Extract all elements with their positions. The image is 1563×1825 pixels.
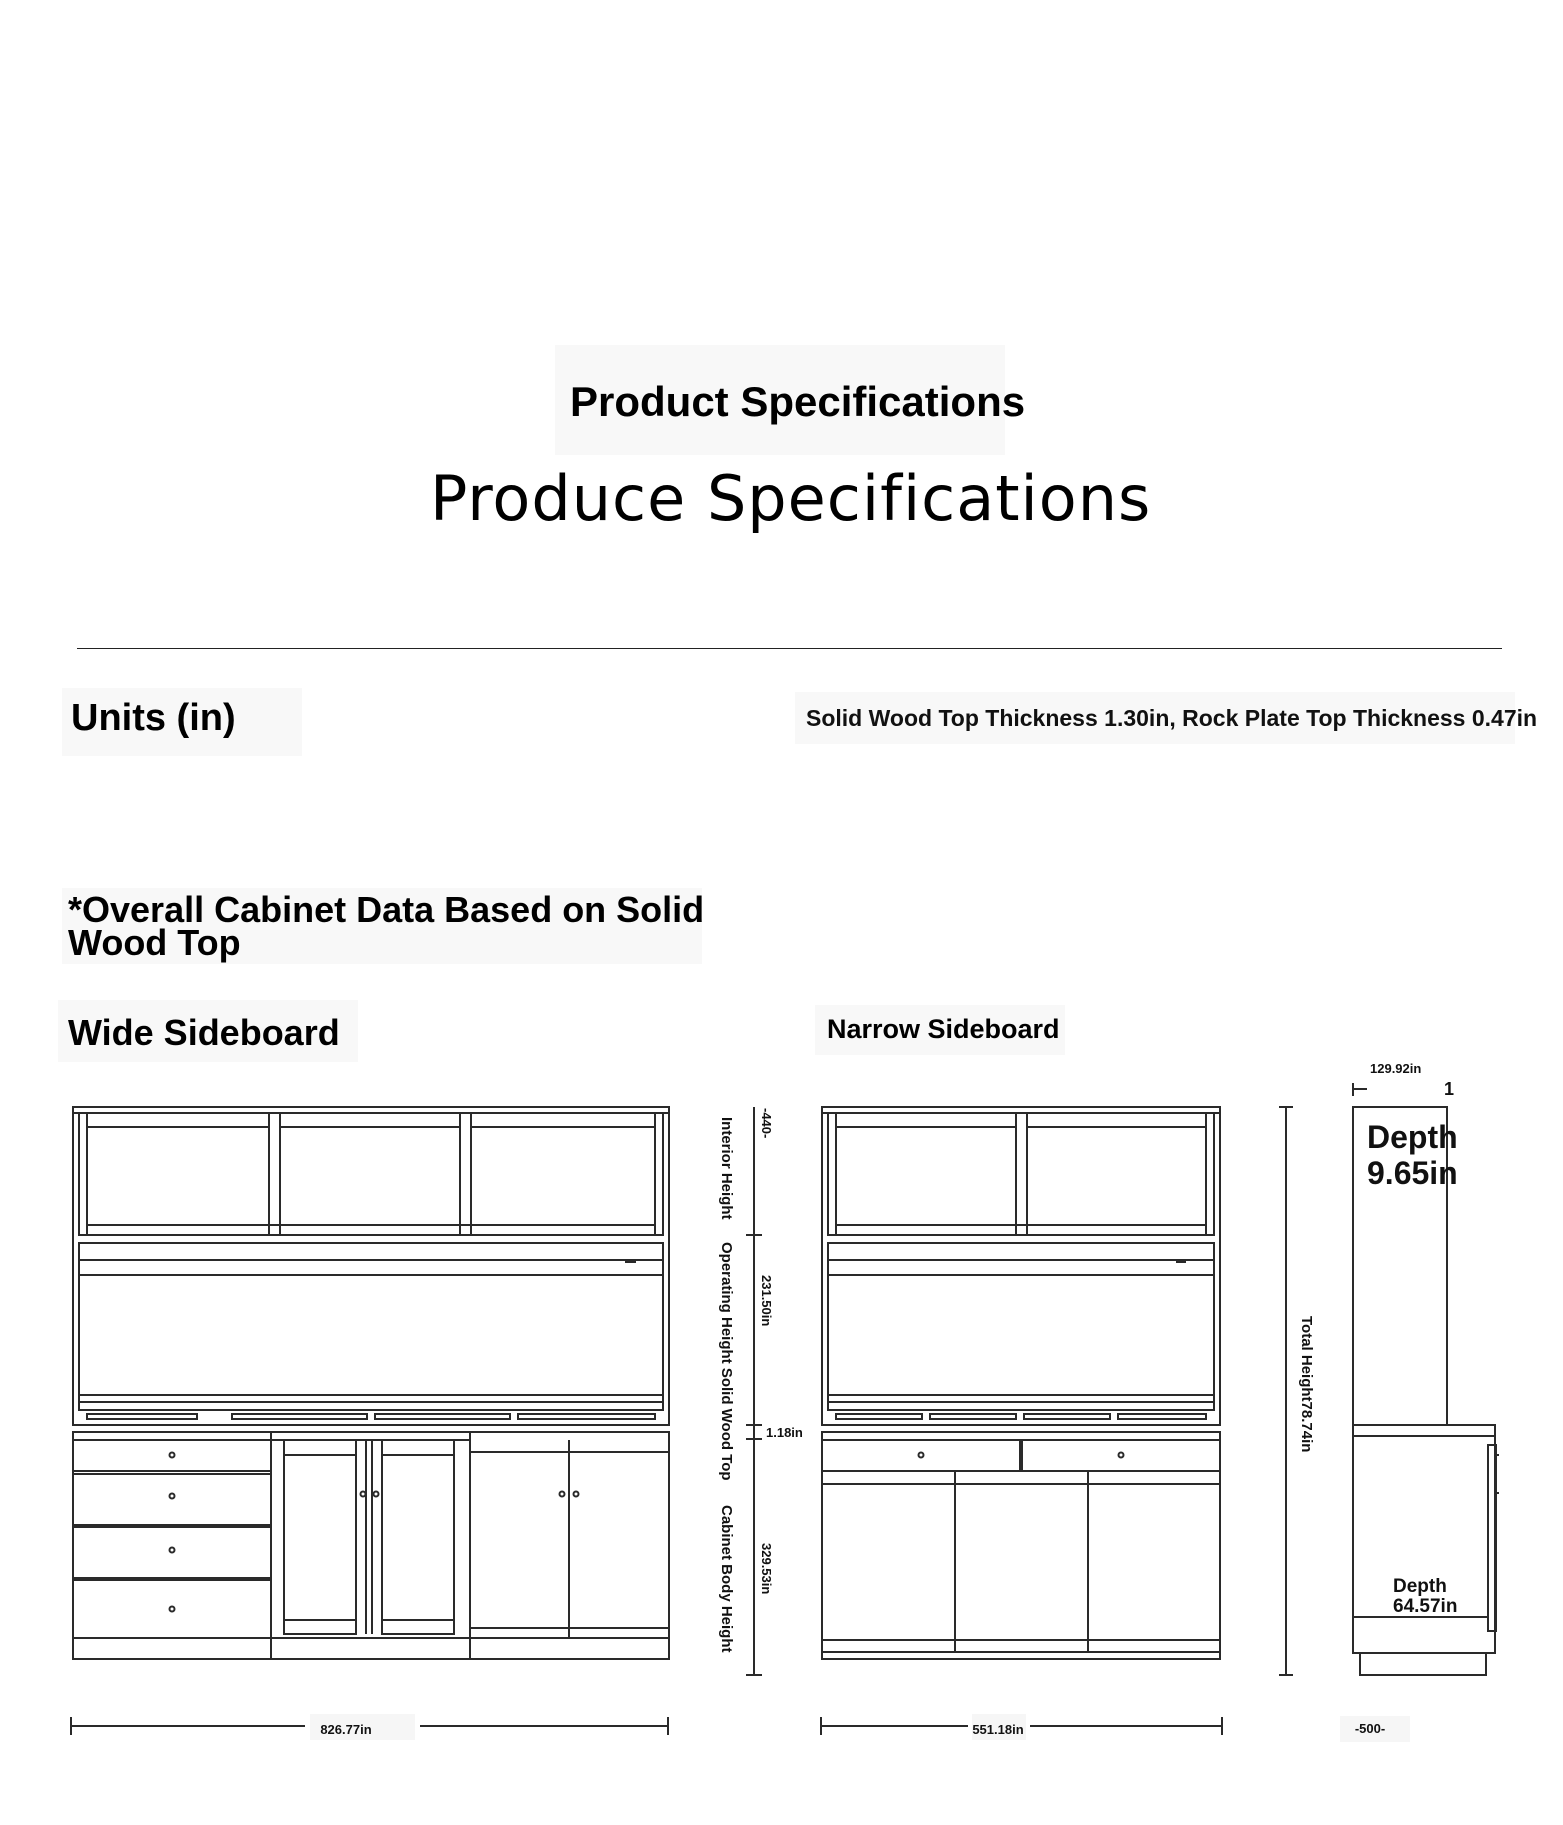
wide-sideboard-drawing xyxy=(70,1106,670,1735)
page-title: Product Specifications xyxy=(570,378,1026,425)
cabinet-body-height-label: Cabinet Body Height xyxy=(718,1505,735,1653)
top-thickness-note: Solid Wood Top Thickness 1.30in, Rock Pl… xyxy=(806,705,1538,731)
total-height-label: Total Height78.74in xyxy=(1298,1316,1315,1452)
cabinet-body-height-value: 329.53in xyxy=(759,1543,774,1594)
interior-height-value: -440- xyxy=(759,1108,774,1138)
top-thickness-value: 1.18in xyxy=(766,1425,803,1440)
narrow-sideboard-drawing xyxy=(820,1106,1223,1735)
side-view-drawing xyxy=(1352,1083,1499,1676)
drawing-labels: 826.77in 551.18in -500- Interior Height … xyxy=(310,1061,1458,1742)
overall-note-plate xyxy=(62,888,702,964)
wide-height-dimension xyxy=(746,1107,762,1676)
lower-depth-value: 64.57in xyxy=(1393,1596,1457,1617)
divider xyxy=(77,648,1502,649)
units-plate xyxy=(62,688,302,756)
wide-sideboard-title: Wide Sideboard xyxy=(68,1012,340,1053)
upper-depth-label: Depth xyxy=(1367,1119,1458,1155)
title-plate xyxy=(555,345,1005,455)
overall-note: *Overall Cabinet Data Based on Solid Woo… xyxy=(68,889,705,963)
operating-height-value: 231.50in xyxy=(759,1275,774,1326)
narrow-title-plate xyxy=(815,1005,1065,1055)
narrow-sideboard-title: Narrow Sideboard xyxy=(827,1014,1060,1044)
side-base-width-label: -500- xyxy=(1355,1721,1385,1736)
side-top-marker: 1 xyxy=(1444,1079,1454,1099)
upper-depth-value: 9.65in xyxy=(1367,1155,1458,1191)
units-label: Units (in) xyxy=(71,697,236,739)
side-top-depth-label: 129.92in xyxy=(1370,1061,1421,1076)
operating-height-label: Operating Height Solid Wood Top xyxy=(718,1242,735,1481)
page-subtitle: Produce Specifications xyxy=(430,462,1152,535)
wide-title-plate xyxy=(58,1000,358,1062)
wide-width-label: 826.77in xyxy=(320,1722,371,1737)
lower-depth-label: Depth xyxy=(1393,1576,1447,1597)
interior-height-label: Interior Height xyxy=(718,1117,735,1220)
narrow-width-label: 551.18in xyxy=(972,1722,1023,1737)
total-height-dimension xyxy=(1279,1106,1293,1676)
thickness-plate xyxy=(795,692,1515,744)
